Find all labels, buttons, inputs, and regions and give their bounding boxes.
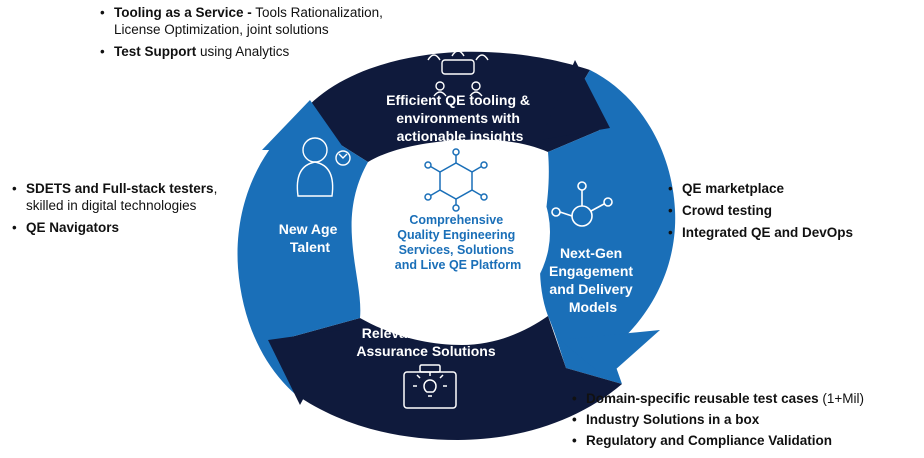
arrow-left-top [262, 100, 345, 150]
list-item: Industry Solutions in a box [572, 411, 922, 428]
bottom-bullet-list: Domain-specific reusable test cases (1+M… [572, 390, 922, 453]
segment-right-title: Next-Gen Engagement and Delivery Models [549, 245, 637, 315]
network-nodes-icon [551, 181, 613, 227]
segment-top [298, 51, 600, 162]
arrow-top-right [540, 60, 610, 140]
list-item: SDETS and Full-stack testers, skilled in… [12, 180, 262, 214]
segment-bottom-title: Relevant Business Assurance Solutions [356, 325, 495, 359]
list-item: Crowd testing [668, 202, 918, 219]
list-item: Regulatory and Compliance Validation [572, 432, 922, 449]
list-item: Test Support using Analytics [100, 43, 430, 60]
segment-left [237, 118, 368, 394]
team-meeting-icon [427, 37, 489, 97]
segment-left-title: New Age Talent [279, 221, 342, 255]
left-bullet-list: SDETS and Full-stack testers, skilled in… [12, 180, 262, 241]
list-item: Tooling as a Service - Tools Rationaliza… [100, 4, 430, 38]
arrow-right-bottom [560, 330, 660, 378]
person-refresh-icon [296, 137, 351, 197]
lightbulb-briefcase-icon [403, 364, 457, 409]
list-item: QE Navigators [12, 219, 262, 236]
segment-right [540, 70, 676, 384]
list-item: Domain-specific reusable test cases (1+M… [572, 390, 922, 407]
arrow-bottom-left [268, 330, 340, 405]
center-title: Comprehensive Quality Engineering Servic… [395, 213, 521, 272]
center-circle [366, 140, 550, 324]
molecule-icon [424, 148, 488, 212]
right-bullet-list: QE marketplace Crowd testing Integrated … [668, 180, 918, 246]
top-bullet-list: Tooling as a Service - Tools Rationaliza… [100, 4, 430, 65]
segment-bottom [280, 316, 622, 440]
list-item: Integrated QE and DevOps [668, 224, 918, 241]
list-item: QE marketplace [668, 180, 918, 197]
segment-top-title: Efficient QE tooling & environments with… [386, 92, 534, 144]
